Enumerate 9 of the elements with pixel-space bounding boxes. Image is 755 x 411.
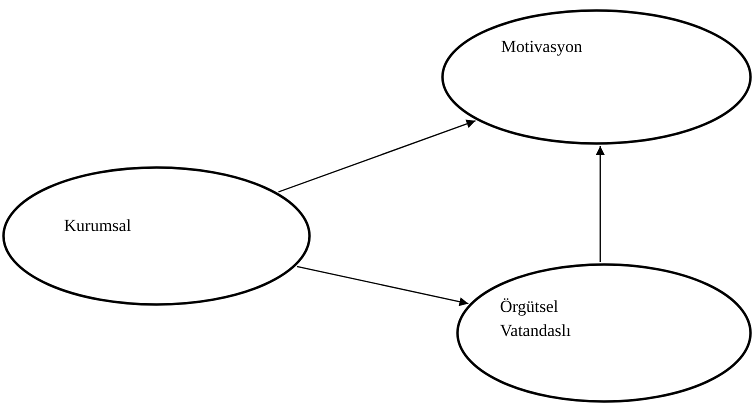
node-label: Örgütsel Vatandaslı [500, 296, 572, 342]
arrow [278, 120, 476, 193]
concept-ellipse [441, 9, 752, 145]
concept-ellipse [456, 263, 752, 403]
node-label: Kurumsal [64, 215, 132, 237]
node-label: Motivasyon [501, 36, 584, 58]
concept-ellipse [2, 166, 311, 306]
arrow [596, 146, 605, 262]
arrow [296, 266, 469, 306]
